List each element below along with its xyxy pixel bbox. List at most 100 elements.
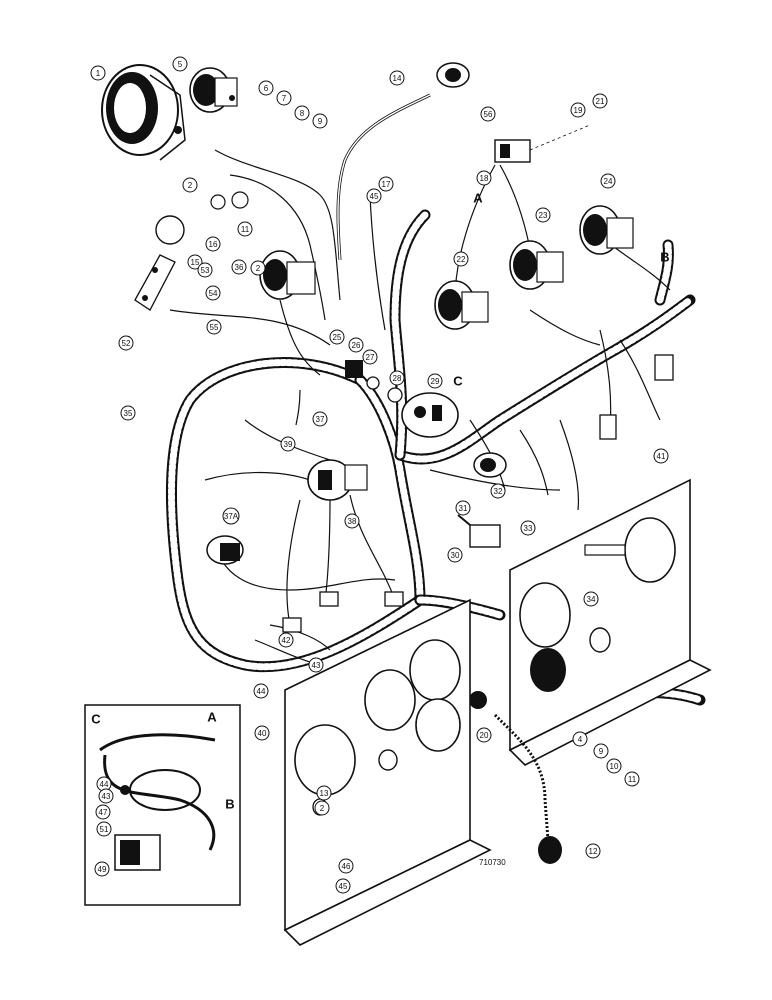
cable-2-bottom — [493, 713, 562, 864]
callout-circle — [312, 113, 328, 129]
callout-number: 19 — [574, 106, 583, 115]
callout-2: 2 — [250, 260, 266, 276]
callout-14: 14 — [389, 70, 405, 86]
callout-circle — [476, 170, 492, 186]
callout-circle — [490, 483, 506, 499]
callout-30: 30 — [447, 547, 463, 563]
callout-26: 26 — [348, 337, 364, 353]
callout-circle — [585, 843, 601, 859]
letter-C-inset: C — [91, 712, 101, 727]
callout-32: 32 — [490, 483, 506, 499]
callout-circle — [329, 329, 345, 345]
letter-A-main: A — [473, 191, 483, 206]
callout-number: 26 — [352, 341, 361, 350]
callout-circle — [187, 254, 203, 270]
callout-circle — [95, 804, 111, 820]
callout-number: 49 — [98, 865, 107, 874]
callout-25: 25 — [329, 329, 345, 345]
callout-circle — [606, 758, 622, 774]
callout-circle — [389, 70, 405, 86]
letter-B-inset: B — [225, 797, 234, 812]
callout-circle — [653, 448, 669, 464]
callout-number: 31 — [459, 504, 468, 513]
callout-number: 37A — [224, 512, 239, 521]
callout-22: 22 — [453, 251, 469, 267]
callout-41: 41 — [653, 448, 669, 464]
callout-circle — [206, 319, 222, 335]
callout-circle — [118, 335, 134, 351]
connector-plugs — [282, 354, 674, 709]
callout-circle — [258, 80, 274, 96]
bracket-53 — [134, 254, 176, 311]
callout-number: 20 — [480, 731, 489, 740]
switch-20 — [494, 124, 591, 163]
callout-52: 52 — [118, 335, 134, 351]
callout-40: 40 — [254, 725, 270, 741]
callout-4: 4 — [572, 731, 588, 747]
callout-5: 5 — [172, 56, 188, 72]
callout-number: 11 — [628, 775, 637, 784]
callout-number: 27 — [366, 353, 375, 362]
callout-circle — [254, 725, 270, 741]
callout-circle — [600, 173, 616, 189]
callout-number: 29 — [431, 377, 440, 386]
callout-circle — [453, 251, 469, 267]
callout-number: 32 — [494, 487, 503, 496]
callout-11: 11 — [624, 771, 640, 787]
callout-number: 6 — [264, 84, 269, 93]
callout-9: 9 — [593, 743, 609, 759]
gauge-24 — [509, 240, 564, 290]
callout-number: 28 — [393, 374, 402, 383]
callout-number: 15 — [191, 258, 200, 267]
callout-8: 8 — [294, 105, 310, 121]
callout-number: 43 — [312, 661, 321, 670]
callout-10: 10 — [606, 758, 622, 774]
letter-B-main: B — [660, 250, 669, 265]
callout-46: 46 — [338, 858, 354, 874]
gauge-37 — [259, 250, 316, 300]
callout-number: 22 — [457, 255, 466, 264]
callout-33: 33 — [520, 520, 536, 536]
callout-16: 16 — [205, 236, 221, 252]
gauge-25 — [579, 205, 634, 255]
callout-9: 9 — [312, 113, 328, 129]
callout-number: 39 — [284, 440, 293, 449]
callout-circle — [427, 373, 443, 389]
callout-12: 12 — [585, 843, 601, 859]
callout-44: 44 — [253, 683, 269, 699]
callout-39: 39 — [280, 436, 296, 452]
callout-number: 42 — [282, 636, 291, 645]
callout-number: 30 — [451, 551, 460, 560]
callout-circle — [182, 177, 198, 193]
callout-number: 11 — [241, 225, 250, 234]
connector-14 — [436, 62, 470, 88]
callout-number: 33 — [524, 524, 533, 533]
callout-circle — [197, 262, 213, 278]
callout-37A: 37A — [222, 507, 240, 525]
callout-36: 36 — [231, 259, 247, 275]
gauge-5 — [189, 67, 238, 113]
callout-number: 46 — [342, 862, 351, 871]
callout-number: 55 — [210, 323, 219, 332]
panel-41 — [283, 598, 492, 946]
callout-47: 47 — [95, 804, 111, 820]
callout-circle — [231, 259, 247, 275]
callout-circle — [583, 591, 599, 607]
callout-circle — [344, 513, 360, 529]
callout-number: 9 — [599, 747, 604, 756]
callout-circle — [593, 743, 609, 759]
callout-6: 6 — [258, 80, 274, 96]
callout-27: 27 — [362, 349, 378, 365]
callout-56: 56 — [480, 106, 496, 122]
callout-17: 17 — [378, 176, 394, 192]
switch-31 — [457, 514, 501, 548]
inset-box — [84, 704, 241, 906]
callout-number: 54 — [209, 289, 218, 298]
callout-circle — [535, 207, 551, 223]
callout-23: 23 — [535, 207, 551, 223]
callout-circle — [570, 102, 586, 118]
callout-number: 40 — [258, 729, 267, 738]
callout-circle — [205, 285, 221, 301]
callout-53: 53 — [197, 262, 213, 278]
